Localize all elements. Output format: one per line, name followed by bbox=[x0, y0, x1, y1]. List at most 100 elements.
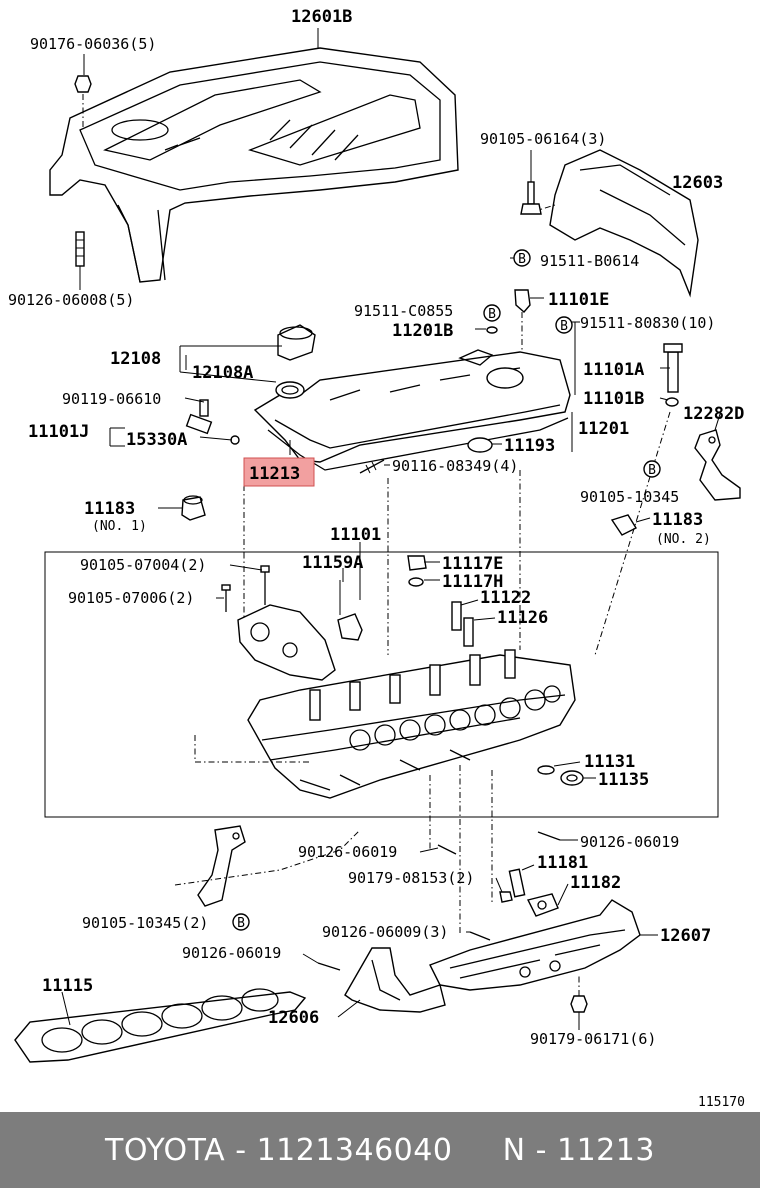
label-11131: 11131 bbox=[584, 752, 635, 772]
callout-b-1: B bbox=[513, 249, 531, 267]
label-11122: 11122 bbox=[480, 588, 531, 608]
label-11101: 11101 bbox=[330, 525, 381, 545]
label-no2: (NO. 2) bbox=[656, 532, 711, 547]
label-91511-b0614: 91511-B0614 bbox=[540, 252, 639, 270]
nut-90179-06171[interactable] bbox=[570, 975, 588, 1013]
label-11183-no2: 11183 bbox=[652, 510, 703, 530]
plug-11131[interactable] bbox=[537, 765, 555, 775]
label-90105-07006: 90105-07006(2) bbox=[68, 589, 194, 607]
label-no1: (NO. 1) bbox=[92, 519, 147, 534]
svg-text:B: B bbox=[560, 319, 568, 334]
callout-b-4: B bbox=[643, 460, 661, 478]
engine-cover-12601b[interactable] bbox=[49, 47, 459, 283]
gasket-11193[interactable] bbox=[467, 437, 493, 453]
plug-11183-no1[interactable] bbox=[181, 495, 206, 521]
svg-text:B: B bbox=[488, 307, 496, 322]
cylinder-head-11101[interactable] bbox=[247, 649, 576, 799]
label-12607: 12607 bbox=[660, 926, 711, 946]
footer-separator-1: - bbox=[225, 1132, 257, 1168]
label-11159a: 11159A bbox=[302, 553, 363, 573]
bracket-left-90105-10345[interactable] bbox=[174, 825, 361, 907]
label-90126-06019-b: 90126-06019 bbox=[580, 833, 679, 851]
gasket-11182[interactable] bbox=[526, 893, 559, 917]
stud-90126-06019-c[interactable] bbox=[317, 962, 341, 971]
footer-brand: TOYOTA bbox=[105, 1132, 226, 1168]
stud-90126-06009[interactable] bbox=[469, 931, 491, 941]
insulator-12607[interactable] bbox=[429, 899, 641, 991]
label-12603: 12603 bbox=[672, 173, 723, 193]
gasket-11201b[interactable] bbox=[486, 326, 498, 334]
label-11101a: 11101A bbox=[583, 360, 644, 380]
label-90126-06009: 90126-06009(3) bbox=[322, 923, 448, 941]
label-90105-10345-right: 90105-10345 bbox=[580, 488, 679, 506]
label-11101b: 11101B bbox=[583, 389, 644, 409]
insulator-12606[interactable] bbox=[344, 947, 446, 1013]
label-11126: 11126 bbox=[497, 608, 548, 628]
label-11183-no1: 11183 bbox=[84, 499, 135, 519]
stud-90126-06008[interactable] bbox=[75, 231, 85, 290]
label-90105-07004: 90105-07004(2) bbox=[80, 556, 206, 574]
cover-11159a[interactable] bbox=[237, 580, 363, 681]
bolt-11101a[interactable] bbox=[663, 343, 683, 393]
washer-11101b[interactable] bbox=[665, 397, 679, 407]
label-90105-06164: 90105-06164(3) bbox=[480, 130, 606, 148]
nut-90176-06036[interactable] bbox=[74, 75, 92, 128]
gasket-12108a[interactable] bbox=[275, 381, 305, 399]
bolt-90105-07006[interactable] bbox=[221, 584, 231, 612]
label-90126-06019-a: 90126-06019 bbox=[298, 843, 397, 861]
stud-90116-08349[interactable] bbox=[359, 459, 385, 474]
figure-number: 115170 bbox=[698, 1095, 745, 1110]
label-11101j: 11101J bbox=[28, 422, 89, 442]
svg-text:B: B bbox=[518, 252, 526, 267]
cylinder-head-assy-frame bbox=[44, 551, 719, 818]
head-gasket-11115[interactable] bbox=[14, 988, 307, 1063]
bracket-12282d[interactable] bbox=[694, 429, 741, 501]
label-12282d: 12282D bbox=[683, 404, 744, 424]
label-91511-c0855: 91511-C0855 bbox=[354, 302, 453, 320]
label-11213: 11213 bbox=[249, 464, 300, 484]
svg-text:B: B bbox=[648, 463, 656, 478]
label-90176-06036: 90176-06036(5) bbox=[30, 35, 156, 53]
footer-ref-number: 11213 bbox=[557, 1132, 655, 1168]
heat-insulator-12603[interactable] bbox=[531, 149, 699, 298]
plug-11117e[interactable] bbox=[407, 555, 427, 571]
pipe-11181[interactable] bbox=[508, 868, 526, 898]
label-12108: 12108 bbox=[110, 349, 161, 369]
guide-11122[interactable] bbox=[451, 601, 462, 631]
bolt-90105-06164[interactable] bbox=[520, 150, 542, 215]
callout-b-5: B bbox=[232, 913, 250, 931]
label-12601b: 12601B bbox=[291, 7, 352, 27]
plug-11183-no2[interactable] bbox=[610, 514, 637, 536]
label-11115: 11115 bbox=[42, 976, 93, 996]
sensor-15330a[interactable] bbox=[185, 399, 240, 445]
footer-separator-2: - bbox=[525, 1132, 557, 1168]
plug-11101e[interactable] bbox=[514, 289, 531, 352]
guide-11126[interactable] bbox=[463, 617, 474, 647]
label-90179-06171: 90179-06171(6) bbox=[530, 1030, 656, 1048]
leader-lines bbox=[61, 28, 721, 1030]
label-11201b: 11201B bbox=[392, 321, 453, 341]
callout-b-2: B bbox=[483, 304, 501, 322]
callout-b-3: B bbox=[555, 316, 573, 334]
label-11101e: 11101E bbox=[548, 290, 609, 310]
bolt-90179-08153[interactable] bbox=[499, 891, 513, 903]
stud-90126-06019-b[interactable] bbox=[537, 831, 561, 841]
label-91511-80830: 91511-80830(10) bbox=[580, 314, 715, 332]
label-11201: 11201 bbox=[578, 419, 629, 439]
oil-filler-cap-12108[interactable] bbox=[277, 324, 316, 361]
label-11181: 11181 bbox=[537, 853, 588, 873]
parts-diagram: B B B B B 12601B 90176-06036(5) 90126-06… bbox=[8, 7, 745, 1110]
footer-ref-label: N bbox=[502, 1132, 526, 1168]
stud-90126-06019-a[interactable] bbox=[437, 844, 457, 855]
gasket-11117h[interactable] bbox=[408, 577, 424, 587]
label-12108a: 12108A bbox=[192, 363, 253, 383]
label-11182: 11182 bbox=[570, 873, 621, 893]
seal-11135[interactable] bbox=[560, 770, 584, 786]
part-labels: 12601B 90176-06036(5) 90126-06008(5) 901… bbox=[8, 7, 745, 1110]
bolt-90105-07004[interactable] bbox=[260, 565, 270, 605]
footer-oem-number: 1121346040 bbox=[256, 1132, 453, 1168]
label-90116-08349: 90116-08349(4) bbox=[392, 457, 518, 475]
footer-gap bbox=[452, 1133, 502, 1168]
label-12606: 12606 bbox=[268, 1008, 319, 1028]
label-90105-10345-left: 90105-10345(2) bbox=[82, 914, 208, 932]
